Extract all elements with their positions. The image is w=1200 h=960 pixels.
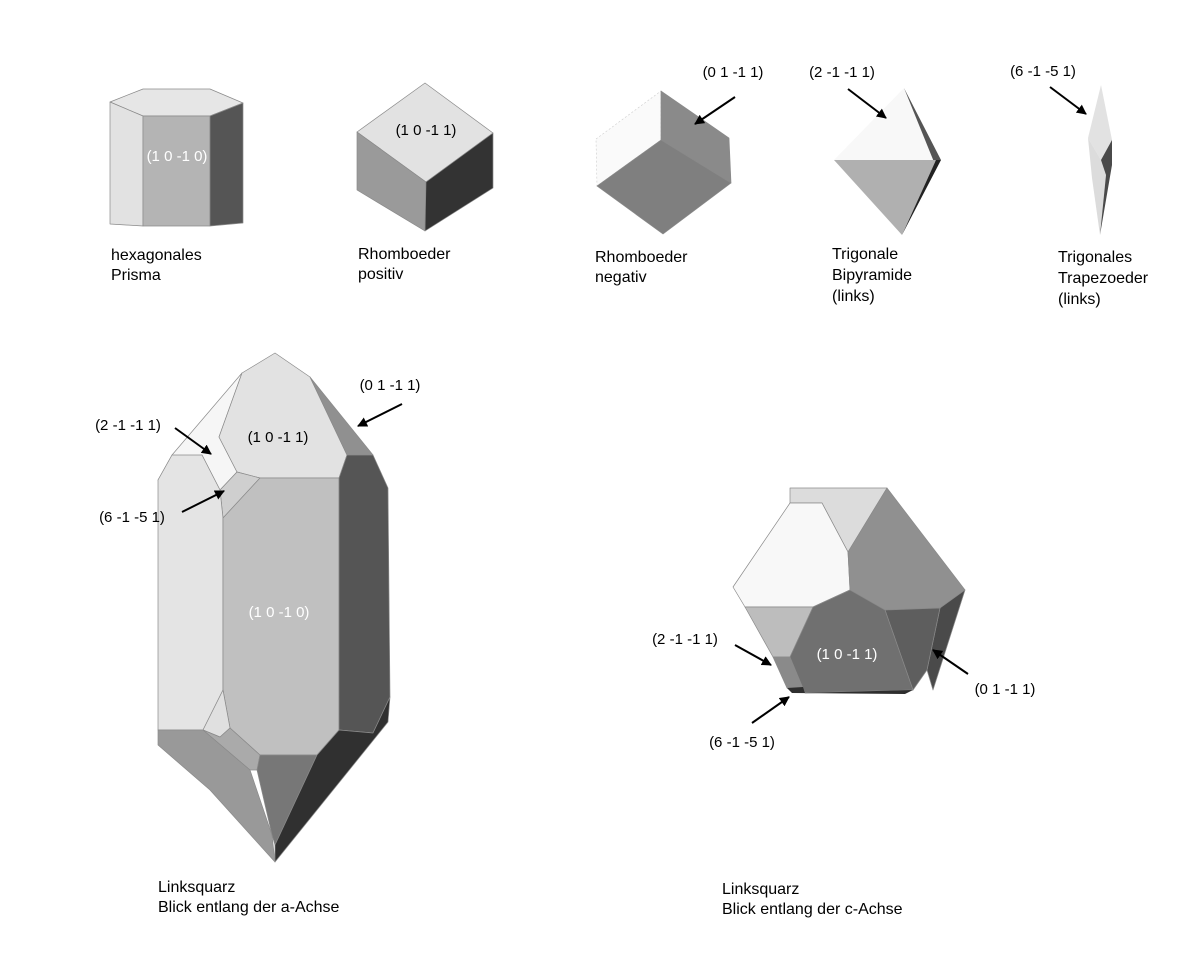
face-label-z: (0 1 -1 1) (360, 377, 421, 394)
face-label-r: (1 0 -1 1) (248, 429, 309, 446)
face-label: (0 1 -1 1) (703, 64, 764, 81)
face-label-z: (0 1 -1 1) (975, 681, 1036, 698)
face-label: (2 -1 -1 1) (809, 64, 875, 81)
pointer-arrow (751, 696, 790, 724)
face-label-s: (2 -1 -1 1) (652, 631, 718, 648)
pointer-arrow (734, 644, 772, 666)
pointer-arrow (1049, 86, 1087, 115)
pointer-arrow (357, 403, 403, 427)
face-label-s: (2 -1 -1 1) (95, 417, 161, 434)
quartz-crystal-a-axis-view: (1 0 -1 1) (1 0 -1 0) (0 1 -1 1) (2 -1 -… (95, 352, 421, 916)
pointer-arrow (181, 490, 225, 513)
face-label: (6 -1 -5 1) (1010, 63, 1076, 80)
quartz-crystal-c-axis-view: (1 0 -1 1) (2 -1 -1 1) (0 1 -1 1) (6 -1 … (652, 487, 1036, 918)
pointer-arrow (847, 88, 887, 119)
pointer-arrow (932, 649, 969, 675)
face-label-x: (6 -1 -5 1) (99, 509, 165, 526)
pointer-arrow (694, 96, 736, 125)
face-label-m: (1 0 -1 0) (249, 604, 310, 621)
face-label: (1 0 -1 0) (147, 148, 208, 165)
face-label-r: (1 0 -1 1) (817, 646, 878, 663)
face-label-x: (6 -1 -5 1) (709, 734, 775, 751)
face-label: (1 0 -1 1) (396, 122, 457, 139)
pointer-arrow (174, 427, 212, 455)
